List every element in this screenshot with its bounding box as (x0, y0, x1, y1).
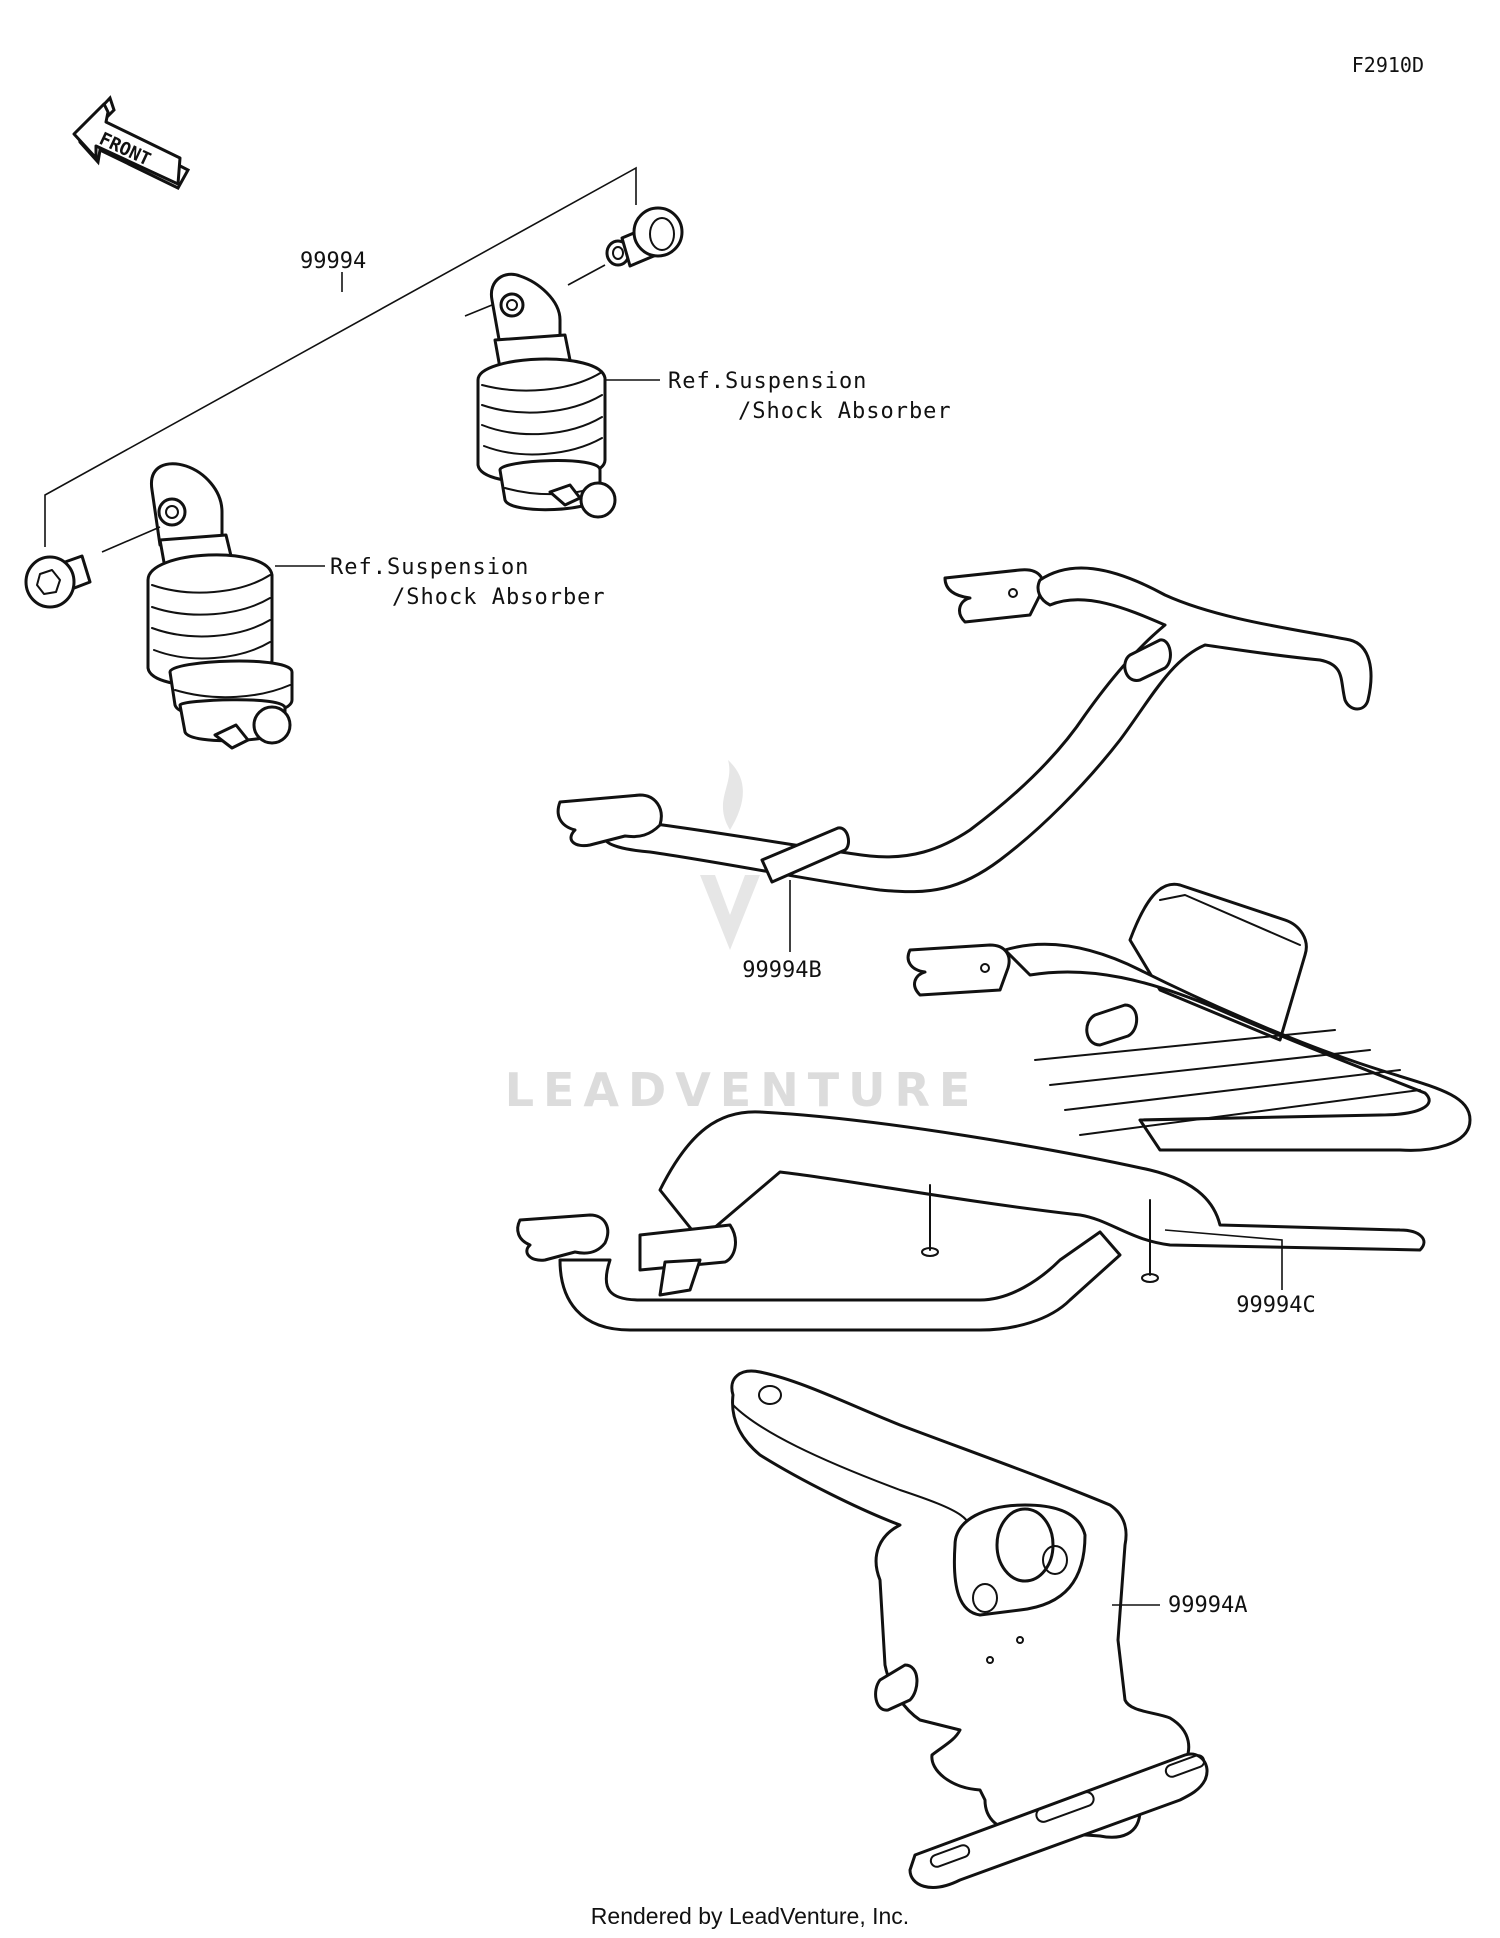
plate-bracket-99994a (730, 1369, 1209, 1889)
watermark: LEADVENTURE (505, 760, 980, 1117)
lower-ref-line1: Ref.Suspension (330, 555, 529, 580)
diagram-code: F2910D (1352, 53, 1424, 77)
rear-bar-99994b (556, 566, 1373, 894)
upper-bolt (605, 206, 684, 268)
part-number-99994a: 99994A (1168, 1593, 1247, 1618)
kit-bracket (44, 166, 637, 547)
front-arrow-icon: FRONT (72, 95, 191, 190)
upper-shock-absorber (476, 272, 617, 519)
upper-ref-line2: /Shock Absorber (738, 399, 952, 424)
part-number-99994c: 99994C (1236, 1293, 1315, 1318)
upper-ref-line1: Ref.Suspension (668, 369, 867, 394)
part-number-99994: 99994 (300, 249, 366, 274)
lower-ref-line2: /Shock Absorber (392, 585, 606, 610)
rear-carrier-99994c (516, 882, 1472, 1332)
footer-credit: Rendered by LeadVenture, Inc. (591, 1903, 909, 1929)
lower-shock-absorber (146, 462, 294, 750)
watermark-text: LEADVENTURE (505, 1063, 980, 1117)
part-number-99994b: 99994B (742, 958, 821, 983)
lower-bolt (24, 554, 92, 609)
